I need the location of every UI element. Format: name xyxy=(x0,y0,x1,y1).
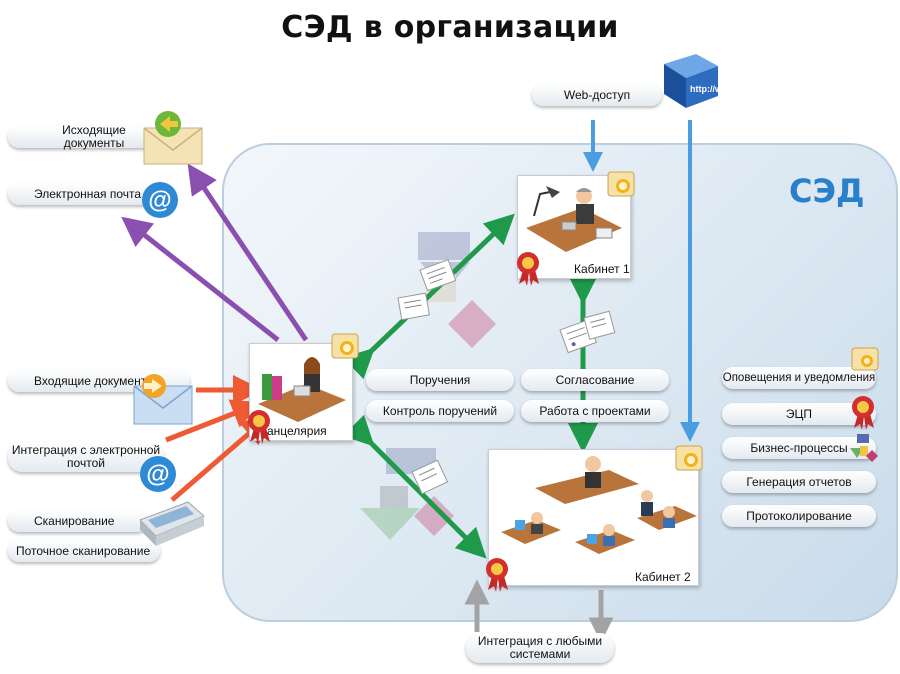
web-cube-icon: http://www xyxy=(664,54,722,108)
outgoing-envelope-icon xyxy=(143,111,203,165)
arrow-to-email xyxy=(121,216,280,342)
incoming-envelope-icon xyxy=(133,374,193,425)
arrow-to-outgoing xyxy=(187,163,309,342)
email-integration-label: Интеграция с электронной почтой xyxy=(8,442,164,472)
func-approval: Согласование xyxy=(521,369,669,391)
arrow-from-scanning xyxy=(170,414,272,502)
office-clerk-illustration xyxy=(258,357,346,422)
signature-seal-icon xyxy=(852,396,874,430)
cabinet1-manager-illustration xyxy=(526,186,622,252)
arrow-from-email-integration xyxy=(165,399,262,443)
svg-text:@: @ xyxy=(148,187,171,214)
cabinet1-label: Кабинет 1 xyxy=(574,262,630,276)
cabinet2-label: Кабинет 2 xyxy=(635,570,691,584)
notifications-calendar-icon xyxy=(851,347,879,371)
func-logging: Протоколирование xyxy=(722,505,876,527)
sed-label: СЭД xyxy=(789,172,865,210)
scanner-icon xyxy=(139,501,205,546)
svg-text:http://www: http://www xyxy=(690,84,722,94)
arrow-office-cabinet2 xyxy=(342,414,487,559)
cabinet1-calendar-icon xyxy=(607,171,635,197)
office-label: Канцелярия xyxy=(260,424,327,438)
cabinet2-seal-icon xyxy=(486,558,508,592)
email-integration-at-icon: @ xyxy=(140,456,176,492)
office-seal-icon xyxy=(248,410,270,444)
cabinet1-seal-icon xyxy=(517,252,539,286)
func-notifications: Оповещения и уведомления xyxy=(722,367,876,389)
func-digital-signature: ЭЦП xyxy=(722,403,876,425)
page-title: СЭД в организации xyxy=(281,10,619,45)
cabinet2-calendar-icon xyxy=(675,445,703,471)
func-assignment-control: Контроль поручений xyxy=(366,400,514,422)
func-assignments: Поручения xyxy=(366,369,514,391)
email-at-icon: @ xyxy=(142,182,178,218)
func-report-generation: Генерация отчетов xyxy=(722,471,876,493)
office-calendar-icon xyxy=(331,333,359,359)
scanning-label: Сканирование xyxy=(8,510,148,532)
arrow-office-cabinet1 xyxy=(342,213,515,380)
integration-any-systems-label: Интеграция с любыми системами xyxy=(466,633,614,663)
svg-text:@: @ xyxy=(146,461,169,488)
web-access-label: Web-доступ xyxy=(532,84,662,106)
email-label: Электронная почта xyxy=(8,183,158,205)
business-process-icon xyxy=(850,434,878,462)
func-project-work: Работа с проектами xyxy=(521,400,669,422)
stream-scanning-label: Поточное сканирование xyxy=(8,540,160,562)
document-icons xyxy=(397,259,616,495)
outgoing-documents-label: Исходящие документы xyxy=(8,124,154,150)
cabinet2-team-illustration xyxy=(501,456,697,554)
func-business-processes: Бизнес-процессы xyxy=(722,437,876,459)
faded-flowchart-lower xyxy=(360,448,454,540)
cabinet2-card[interactable]: Кабинет 2 xyxy=(488,449,699,586)
